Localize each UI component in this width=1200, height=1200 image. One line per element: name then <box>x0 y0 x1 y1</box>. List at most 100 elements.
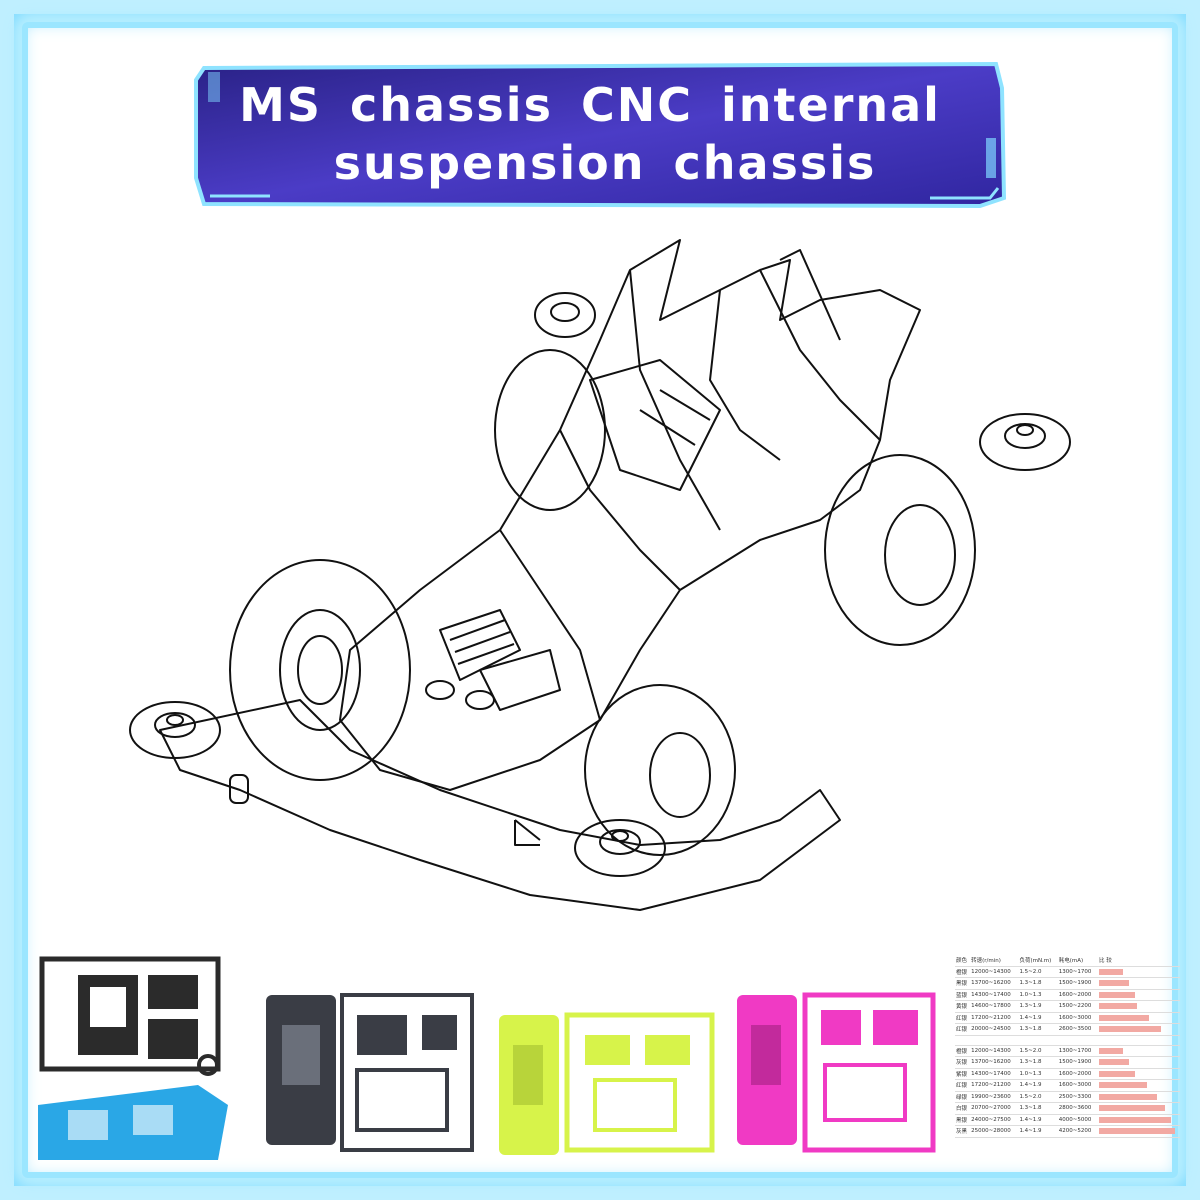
bumper-post <box>465 690 495 710</box>
table-cell-load: 1.4~1.9 <box>1018 1012 1058 1024</box>
front-vent <box>479 649 561 711</box>
table-cell-load: 1.4~1.9 <box>1018 1079 1058 1092</box>
comparison-bar <box>1099 980 1130 987</box>
column-header: 负荷(mN.m) <box>1018 955 1058 967</box>
thumbnail-dark-gray-parts <box>266 993 474 1152</box>
table-cell-current: 4200~5200 <box>1057 1125 1098 1138</box>
table-cell-load: 1.3~1.9 <box>1018 1000 1058 1013</box>
comparison-bar <box>1099 1003 1137 1010</box>
front-left-wheel <box>229 559 411 781</box>
body-line <box>559 429 681 591</box>
column-header: 比 较 <box>1098 955 1180 967</box>
body-line <box>629 269 721 531</box>
column-header: 颜色 <box>955 955 971 967</box>
comparison-bar <box>1099 1026 1162 1033</box>
rear-fin <box>779 249 841 341</box>
table-cell-load: 1.5~2.0 <box>1018 1091 1058 1103</box>
comparison-bar <box>1099 1116 1171 1123</box>
table-cell-bar <box>1098 1068 1180 1080</box>
table-cell-bar <box>1098 1125 1180 1138</box>
comparison-bar <box>1099 1070 1135 1077</box>
table-cell-bar <box>1098 1023 1180 1036</box>
thumbnail-pink-parts <box>737 992 936 1153</box>
front-right-wheel <box>584 684 736 856</box>
bumper-post <box>425 680 455 700</box>
table-cell-color: 紫银 <box>955 1068 971 1080</box>
rear-right-roller <box>979 413 1071 471</box>
comparison-bar <box>1099 968 1123 975</box>
table-cell-rpm: 14300~17400 <box>970 989 1019 1001</box>
table-cell-bar <box>1098 1045 1180 1057</box>
table-cell-bar <box>1098 977 1180 990</box>
bumper-post <box>229 774 249 804</box>
table-cell-load: 1.3~1.8 <box>1018 1023 1058 1036</box>
table-cell-color: 橙银 <box>955 966 971 978</box>
table-cell-load: 1.0~1.3 <box>1018 989 1058 1001</box>
comparison-bar <box>1099 1014 1149 1021</box>
table-cell-rpm: 12000~14300 <box>970 1045 1019 1057</box>
table-cell-rpm: 20000~24500 <box>970 1023 1019 1036</box>
table-cell-color: 橙银 <box>955 1045 971 1057</box>
table-cell-load: 1.5~2.0 <box>1018 966 1058 978</box>
table-cell-load: 1.3~1.8 <box>1018 977 1058 990</box>
comparison-bar <box>1099 1128 1175 1135</box>
table-cell-current: 1600~2000 <box>1057 1068 1098 1080</box>
table-cell-bar <box>1098 1012 1180 1024</box>
comparison-bar <box>1099 1059 1130 1066</box>
table-cell-load: 1.4~1.9 <box>1018 1125 1058 1138</box>
table-cell-color: 黑银 <box>955 1114 971 1126</box>
table-cell-rpm: 13700~16200 <box>970 1056 1019 1069</box>
table-cell-current: 1500~1900 <box>1057 977 1098 990</box>
table-cell-color: 红银 <box>955 1023 971 1036</box>
table-cell-current: 4000~5000 <box>1057 1114 1098 1126</box>
car-line-drawing <box>129 239 1071 911</box>
table-cell-rpm: 13700~16200 <box>970 977 1019 990</box>
comparison-bar <box>1099 1105 1165 1112</box>
column-header: 转速(r/min) <box>970 955 1019 967</box>
comparison-bar <box>1099 1082 1147 1089</box>
table-cell-load: 1.3~1.8 <box>1018 1056 1058 1069</box>
table-cell-load: 1.4~1.9 <box>1018 1114 1058 1126</box>
table-cell-rpm: 17200~21200 <box>970 1012 1019 1024</box>
table-cell-color: 灰黑 <box>955 1125 971 1138</box>
table-cell-current: 2800~3600 <box>1057 1102 1098 1115</box>
table-cell-color: 白银 <box>955 1102 971 1115</box>
rear-left-roller <box>534 292 596 338</box>
table-cell-color: 蓝银 <box>955 989 971 1001</box>
title-banner: MS chassis CNC internal suspension chass… <box>190 58 1010 210</box>
table-cell-bar <box>1098 989 1180 1001</box>
table-cell-bar <box>1098 1056 1180 1069</box>
chassis-plate <box>159 699 841 911</box>
table-cell-current: 2500~3300 <box>1057 1091 1098 1103</box>
table-cell-rpm: 17200~21200 <box>970 1079 1019 1092</box>
table-cell-color: 黄银 <box>955 1000 971 1013</box>
grille-lines <box>449 619 515 665</box>
chassis-parts-icon <box>266 993 474 1152</box>
cockpit-vents <box>639 389 711 446</box>
body-line <box>499 529 601 721</box>
table-cell-current: 1600~3000 <box>1057 1079 1098 1092</box>
front-grille <box>439 609 521 681</box>
inner-frame <box>22 22 1178 1178</box>
banner-title: MS chassis CNC internal suspension chass… <box>190 58 1010 210</box>
table-cell-rpm: 14300~17400 <box>970 1068 1019 1080</box>
table-cell-color: 红银 <box>955 1012 971 1024</box>
comparison-bar <box>1099 1047 1123 1054</box>
table-cell-current: 1500~2200 <box>1057 1000 1098 1013</box>
body-line <box>709 289 781 461</box>
table-cell-current: 1300~1700 <box>1057 1045 1098 1057</box>
table-cell-color: 红银 <box>955 1079 971 1092</box>
table-cell-load: 1.5~2.0 <box>1018 1045 1058 1057</box>
cockpit <box>589 359 721 491</box>
table-cell-color: 黑银 <box>955 977 971 990</box>
table-cell-bar <box>1098 1000 1180 1013</box>
